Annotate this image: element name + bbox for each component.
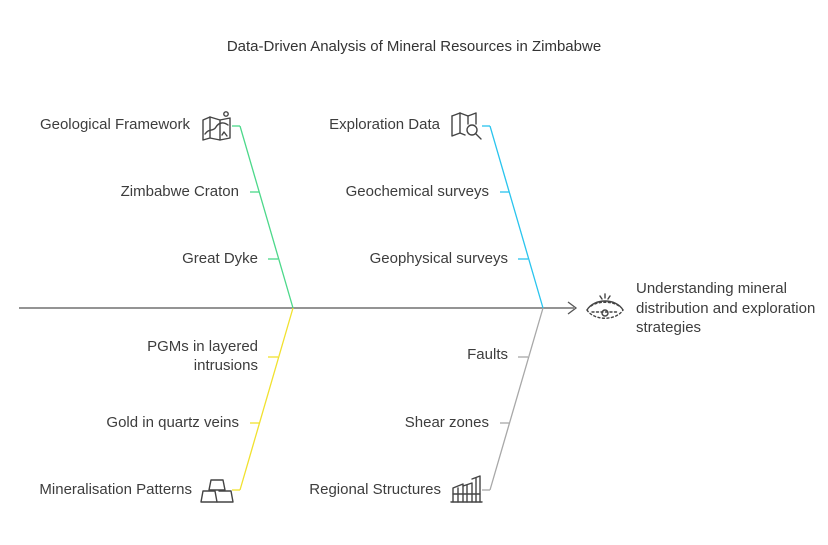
item-label-zimbabwe-craton: Zimbabwe Craton [120, 183, 239, 200]
map-search-icon [451, 112, 482, 140]
item-label-gold-quartz-veins: Gold in quartz veins [106, 414, 239, 431]
spine-arrowhead [567, 301, 578, 315]
item-label-pgms: PGMs in layered intrusions [147, 338, 258, 374]
item-label-shear-zones: Shear zones [404, 414, 489, 431]
cause-label-geological: Geological Framework [39, 116, 190, 133]
city-buildings-icon [450, 475, 483, 503]
item-label-geophysical-surveys: Geophysical surveys [369, 250, 508, 267]
cause-label-exploration: Exploration Data [329, 116, 440, 133]
item-label-great-dyke: Great Dyke [182, 250, 258, 267]
item-label-faults: Faults [467, 346, 508, 363]
item-label-geochemical-surveys: Geochemical surveys [345, 183, 489, 200]
geological-bone [239, 125, 294, 309]
exploration-bone [489, 125, 544, 309]
sediment-layers-icon [586, 293, 624, 319]
gold-bars-icon [200, 479, 234, 503]
effect-label: Understanding mineral distribution and e… [636, 280, 816, 336]
landscape-map-icon [202, 111, 231, 141]
cause-label-mineralisation: Mineralisation Patterns [39, 481, 192, 498]
structures-bone [489, 307, 544, 491]
cause-label-structures: Regional Structures [309, 481, 441, 498]
diagram-title: Data-Driven Analysis of Mineral Resource… [226, 38, 602, 55]
mineralisation-bone [239, 307, 294, 491]
